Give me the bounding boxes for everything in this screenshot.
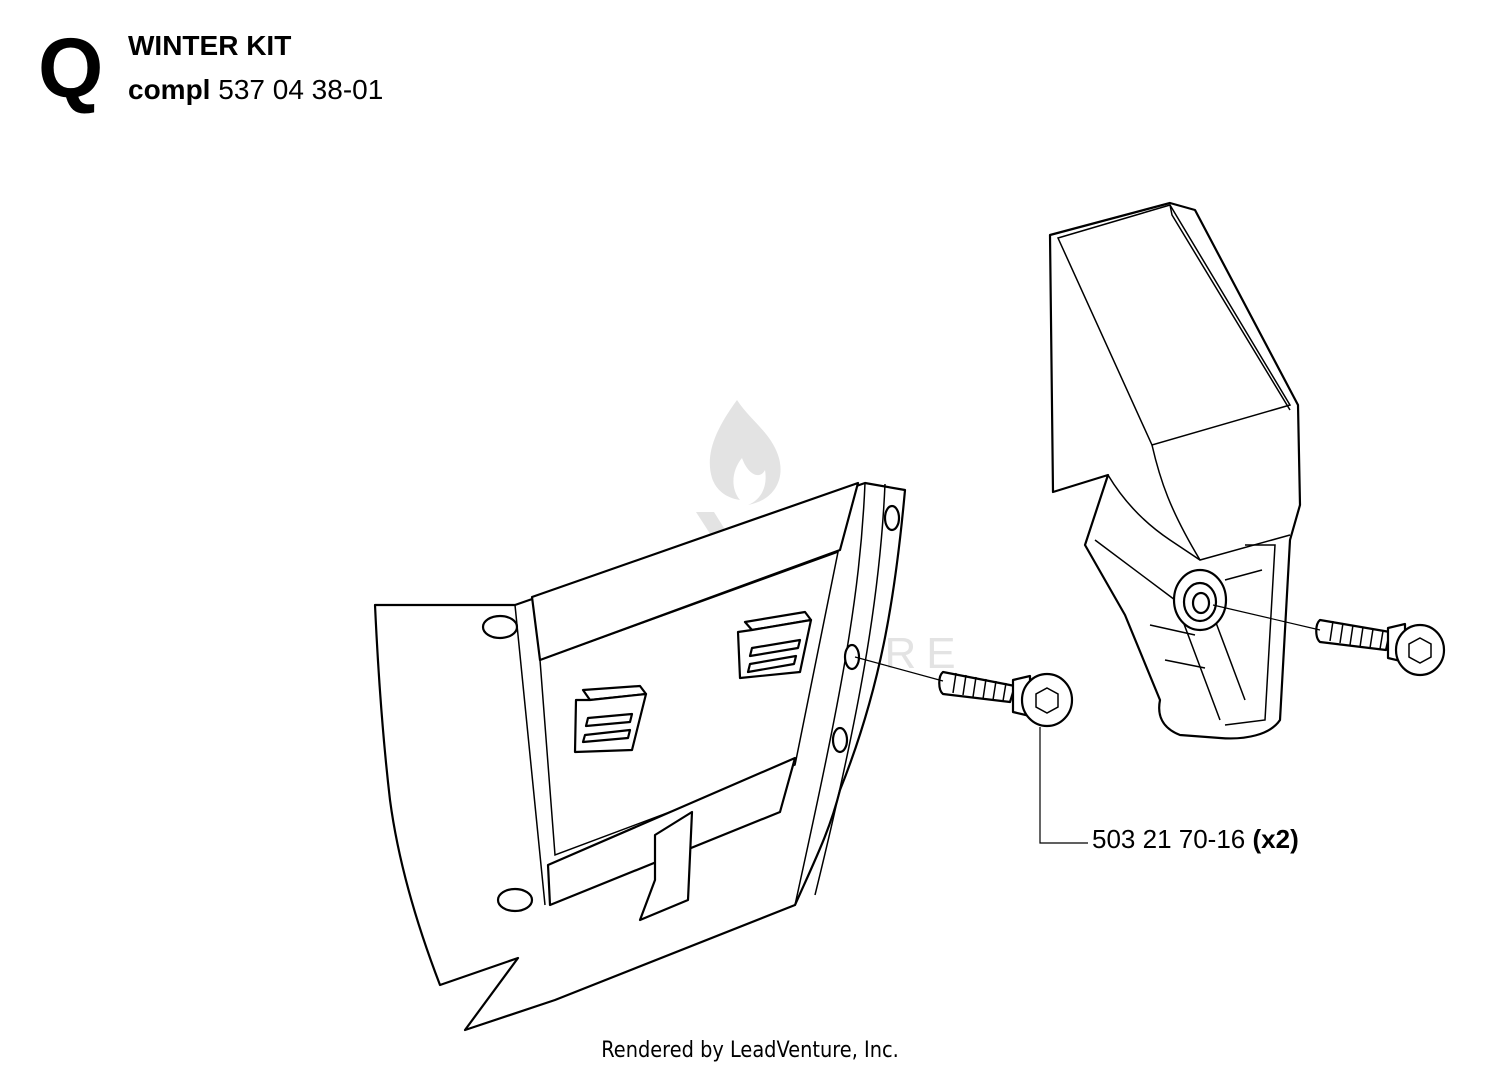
part-quantity: (x2): [1252, 824, 1299, 854]
screw: [938, 670, 1074, 728]
kit-number-value: 537 04 38-01: [218, 74, 384, 105]
callout-leader: [854, 604, 1321, 844]
kit-number-label: compl: [128, 74, 211, 105]
retaining-clip: [573, 684, 648, 754]
part-callout[interactable]: 503 21 70-16 (x2): [1092, 826, 1299, 852]
retaining-clip: [736, 610, 813, 680]
winter-cover-plate: [373, 481, 907, 1032]
screw: [1315, 618, 1446, 677]
footer-credit: Rendered by LeadVenture, Inc.: [601, 1038, 899, 1063]
winter-shield: [1048, 201, 1302, 740]
section-letter: Q: [38, 21, 104, 115]
page-title: WINTER KIT: [128, 30, 292, 61]
part-number: 503 21 70-16: [1092, 824, 1246, 854]
kit-number: compl 537 04 38-01: [128, 76, 383, 104]
